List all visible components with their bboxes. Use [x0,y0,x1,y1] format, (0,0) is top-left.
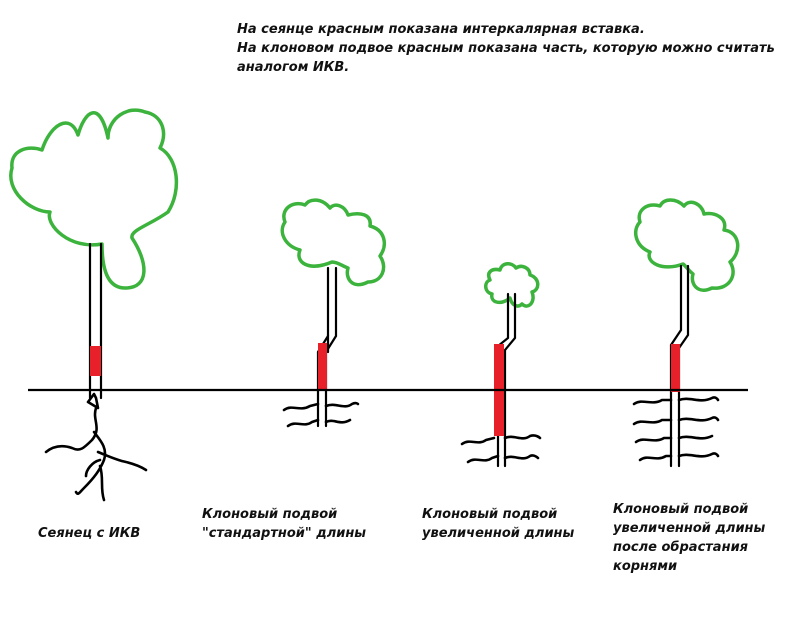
tree-2-caption-line-2: "стандартной" длины [202,526,367,541]
tree-2-caption: Клоновый подвой "стандартной" длины [202,505,366,543]
tree-4-caption-line-2: увеличенной длины [613,521,766,536]
tree-3-caption-line-1: Клоновый подвой [422,507,558,522]
tree-4-stem-left [669,264,683,468]
tree-3-caption: Клоновый подвой увеличенной длины [422,505,574,543]
tree-1-crown [9,108,179,290]
tree-2-caption-line-1: Клоновый подвой [202,507,338,522]
tree-4-stem-right [677,264,690,468]
note-line-3: аналогом ИКВ. [237,60,350,75]
tree-1-caption: Сеянец с ИКВ [38,524,140,543]
note-line-2: На клоновом подвое красным показана част… [237,41,775,56]
tree-3-caption-line-2: увеличенной длины [422,526,575,541]
tree-4-caption-line-3: после обрастания [613,540,749,555]
tree-3-crown [484,262,540,308]
tree-4-crown [633,198,740,292]
tree-1-insert [90,346,101,376]
tree-4-roots [632,396,720,462]
tree-1-roots [44,392,148,502]
tree-4-caption-line-4: корнями [613,559,678,574]
tree-4-caption-line-1: Клоновый подвой [613,502,749,517]
tree-3-stem-right [503,292,517,468]
tree-2-roots [282,401,360,428]
tree-4-caption: Клоновый подвой увеличенной длины после … [613,500,765,576]
explanatory-note: На сеянце красным показана интеркалярная… [237,20,777,77]
tree-3-roots [460,434,542,464]
tree-4-insert [671,344,680,392]
tree-2-insert [318,343,327,391]
tree-2-crown [280,198,387,287]
note-line-1: На сеянце красным показана интеркалярная… [237,22,645,37]
tree-1-caption-line-1: Сеянец с ИКВ [38,526,141,541]
